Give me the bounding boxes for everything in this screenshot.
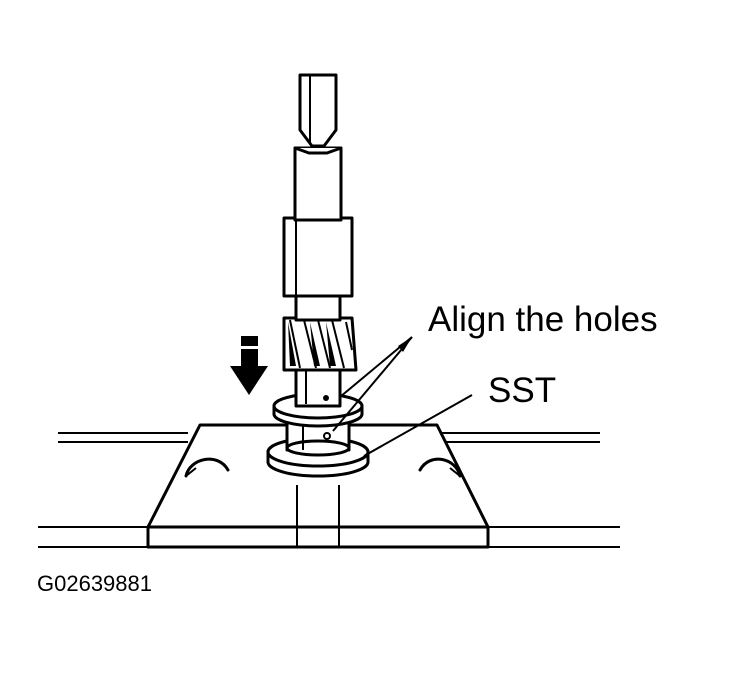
- sst-label: SST: [488, 371, 557, 410]
- shaft-hole: [323, 395, 329, 401]
- upper-shaft: [282, 73, 354, 322]
- gear: [282, 316, 358, 372]
- support-plate: [146, 423, 490, 549]
- figure-code: G02639881: [37, 571, 152, 596]
- align-holes-label: Align the holes: [428, 300, 658, 339]
- down-arrow-icon: [230, 336, 268, 395]
- bench-rails: [38, 432, 620, 548]
- leader-lines: [332, 336, 473, 457]
- sst-hole: [323, 432, 331, 440]
